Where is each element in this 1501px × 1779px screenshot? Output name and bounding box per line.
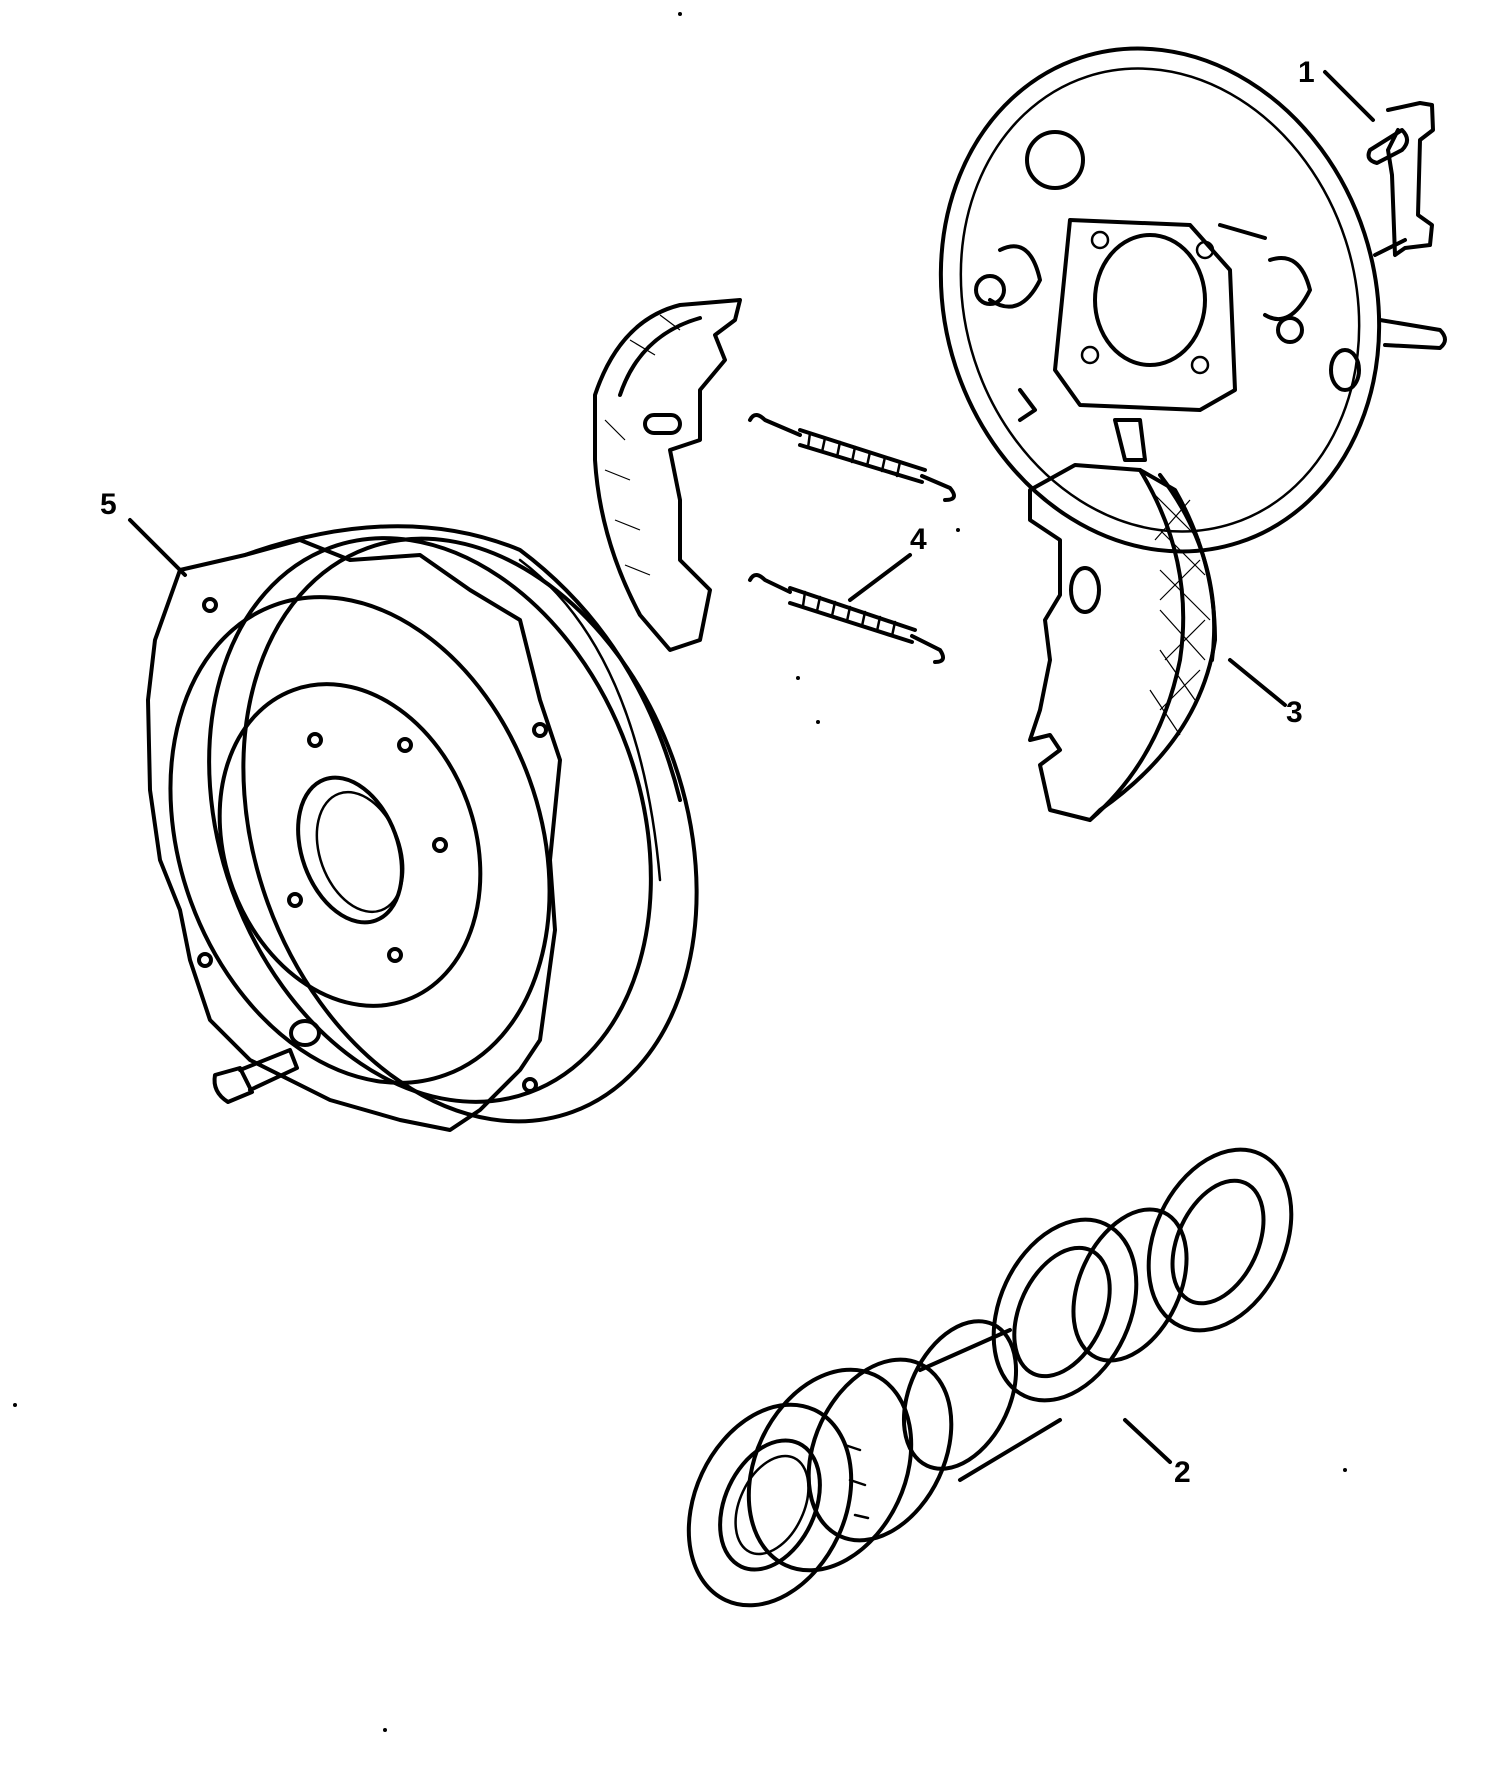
backing-plate — [938, 46, 1447, 554]
callout-1: 1 — [1298, 56, 1315, 89]
part-1-bracket — [1366, 101, 1435, 257]
part-2-bearings — [686, 1147, 1294, 1608]
part-4-springs — [748, 413, 956, 664]
callout-2: 2 — [1174, 1456, 1191, 1489]
callout-3: 3 — [1286, 696, 1303, 729]
callout-4: 4 — [910, 523, 927, 556]
leader-lines — [128, 70, 1375, 1464]
left-brake-shoe — [593, 298, 742, 652]
scan-specks — [13, 12, 1347, 1732]
callout-5: 5 — [100, 488, 117, 521]
part-5-brake-drum — [146, 524, 699, 1132]
part-3-brake-shoe — [1028, 463, 1217, 822]
